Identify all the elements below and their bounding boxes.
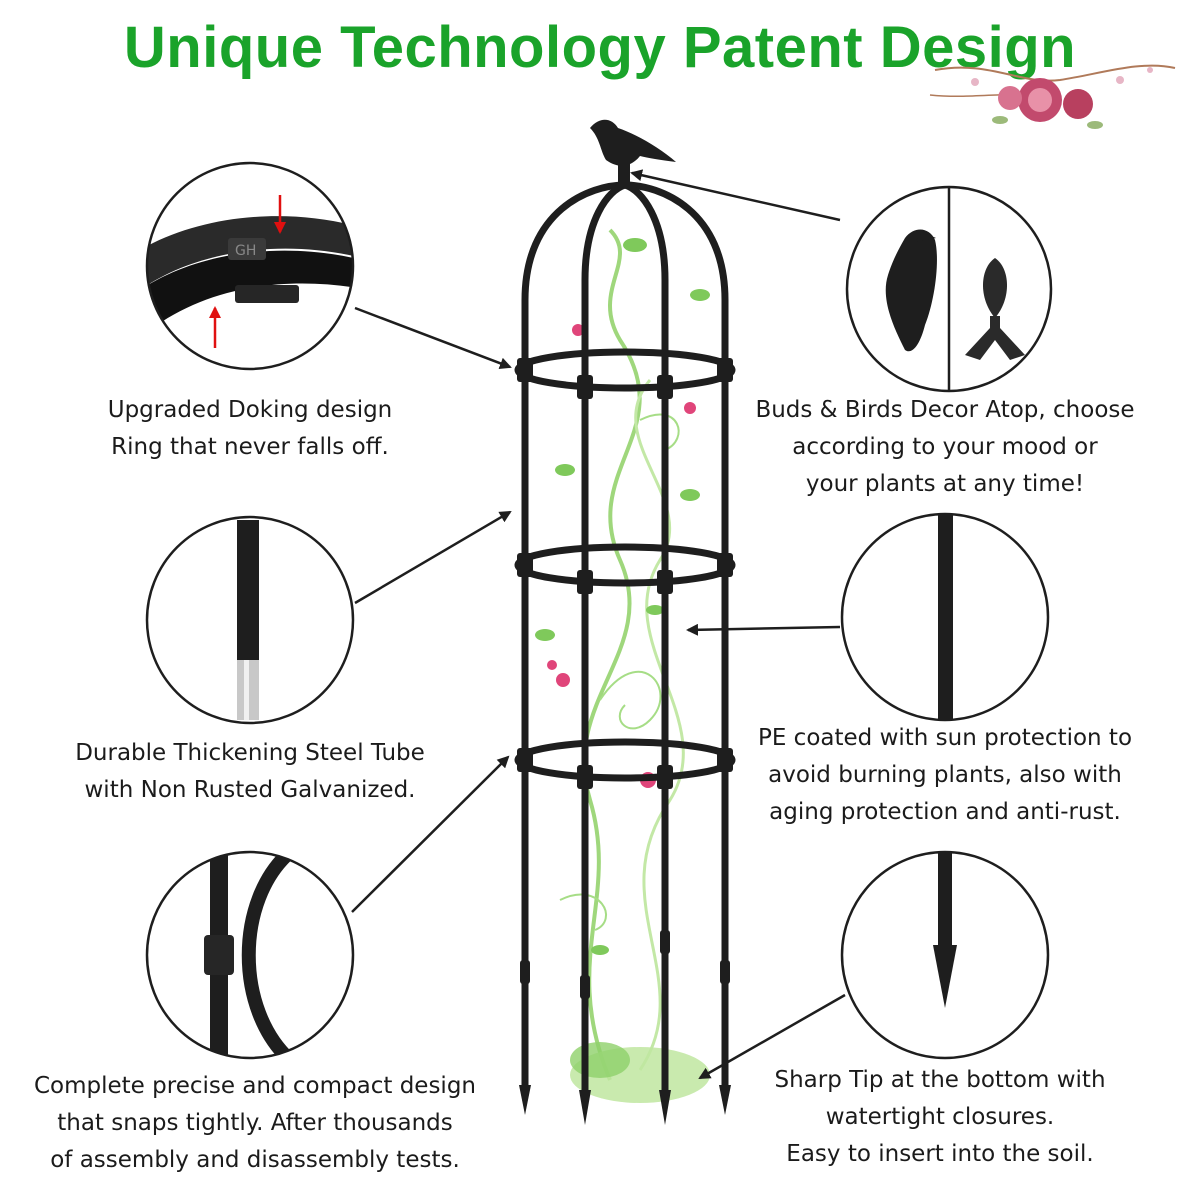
caption-line: with Non Rusted Galvanized. [84, 777, 416, 803]
garden-trellis-obelisk [514, 119, 736, 1125]
climbing-vine-illustration [535, 228, 710, 1103]
caption-line: your plants at any time! [805, 471, 1085, 497]
caption-line: Sharp Tip at the bottom with [774, 1067, 1106, 1093]
snap-joint-caption: Complete precise and compact design that… [10, 1068, 500, 1179]
snap-joint-closeup-icon [145, 850, 355, 1060]
caption-line: Easy to insert into the soil. [786, 1141, 1094, 1167]
docking-ring-closeup-icon: GH [145, 161, 355, 371]
svg-text:GH: GH [235, 243, 256, 259]
caption-line: Buds & Birds Decor Atop, choose [755, 397, 1135, 423]
sharp-tip-caption: Sharp Tip at the bottom with watertight … [730, 1062, 1150, 1173]
page-title: Unique Technology Patent Design [123, 15, 1077, 80]
caption-line: Upgraded Doking design [107, 397, 393, 423]
sharp-tip-closeup-icon [840, 850, 1050, 1060]
galvanized-tube-closeup-icon [145, 515, 355, 725]
caption-line: Durable Thickening Steel Tube [75, 740, 425, 766]
caption-line: Complete precise and compact design [33, 1073, 476, 1099]
caption-line: PE coated with sun protection to [757, 725, 1133, 751]
caption-line: watertight closures. [825, 1104, 1055, 1130]
callout-arrows [351, 169, 846, 1080]
caption-line: aging protection and anti-rust. [769, 799, 1121, 825]
caption-line: that snaps tightly. After thousands [57, 1110, 453, 1136]
rose-decoration-icon [929, 64, 1176, 129]
caption-line: of assembly and disassembly tests. [50, 1147, 460, 1173]
caption-line: avoid burning plants, also with [768, 762, 1122, 788]
caption-line: Ring that never falls off. [111, 434, 389, 460]
docking-ring-caption: Upgraded Doking design Ring that never f… [40, 392, 460, 466]
bird-and-bud-finial-icon [845, 185, 1053, 393]
top-decor-caption: Buds & Birds Decor Atop, choose accordin… [730, 392, 1160, 503]
caption-line: according to your mood or [792, 434, 1098, 460]
coated-rod-closeup-icon [840, 512, 1050, 722]
steel-tube-caption: Durable Thickening Steel Tube with Non R… [40, 735, 460, 809]
pe-coating-caption: PE coated with sun protection to avoid b… [730, 720, 1160, 831]
